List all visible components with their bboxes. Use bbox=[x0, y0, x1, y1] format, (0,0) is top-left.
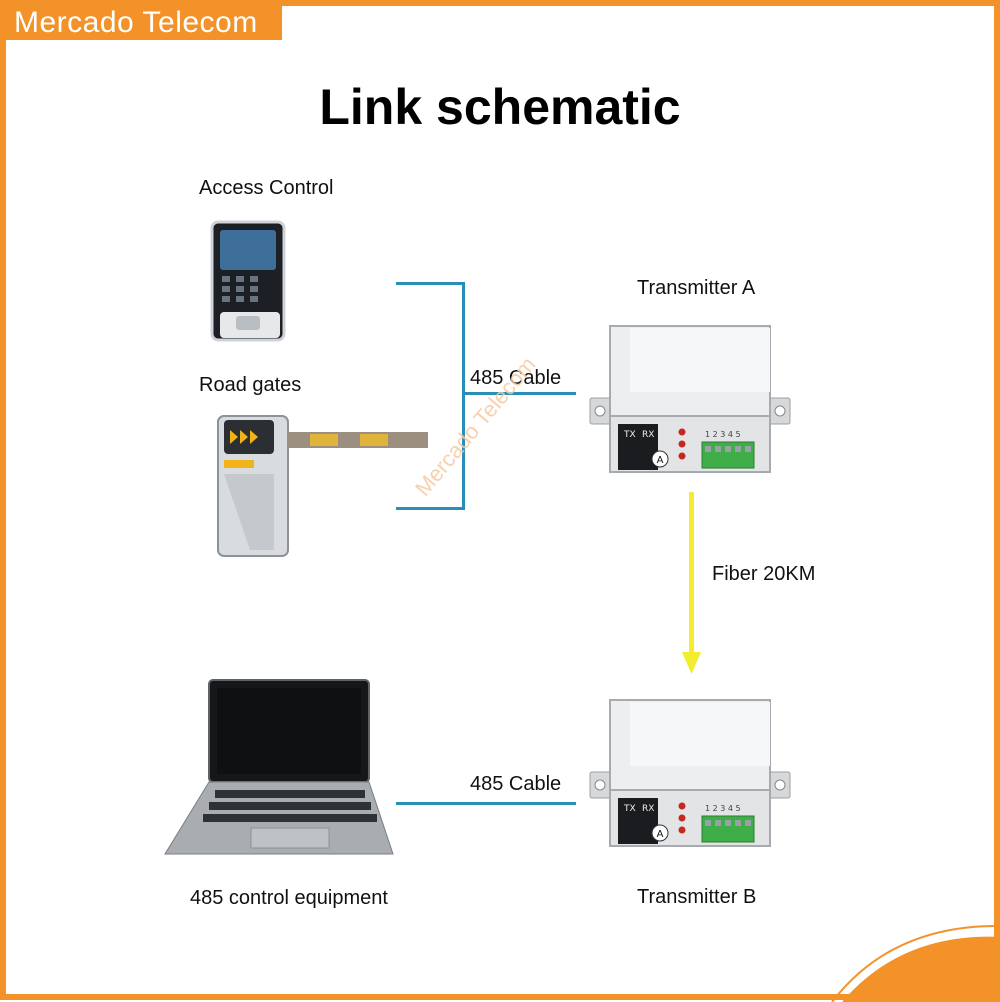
transmitter-a-device: A TX RX 1 2 3 4 5 bbox=[589, 325, 791, 473]
port-badge-a: A bbox=[657, 455, 664, 466]
port-rx-label-b: RX bbox=[642, 804, 654, 814]
cable-label-top: 485 Cable bbox=[470, 367, 562, 389]
cable-wire-to-transmitter-a bbox=[464, 392, 576, 395]
terminal-numbers-b: 1 2 3 4 5 bbox=[705, 804, 741, 813]
road-gates-label: Road gates bbox=[199, 374, 302, 396]
port-tx-label-b: TX bbox=[623, 804, 636, 814]
brand-logo: Mercado Telecom bbox=[6, 6, 282, 40]
port-rx-label: RX bbox=[642, 430, 654, 440]
transmitter-b-label: Transmitter B bbox=[637, 886, 757, 908]
cable-label-bottom: 485 Cable bbox=[470, 773, 562, 795]
page-title: Link schematic bbox=[319, 79, 681, 135]
control-equipment-label: 485 control equipment bbox=[190, 887, 388, 909]
cable-wire-laptop-to-transmitter-b bbox=[396, 802, 576, 805]
port-tx-label: TX bbox=[623, 430, 636, 440]
access-control-label: Access Control bbox=[199, 177, 334, 199]
fiber-arrow bbox=[682, 492, 701, 674]
terminal-numbers-a: 1 2 3 4 5 bbox=[705, 430, 741, 439]
cable-wire-road-gates bbox=[396, 507, 464, 510]
fiber-label: Fiber 20KM bbox=[712, 563, 816, 585]
laptop-icon bbox=[164, 679, 394, 855]
transmitter-b-device: A TX RX 1 2 3 4 5 bbox=[589, 699, 791, 847]
road-gate-barrier-icon bbox=[217, 415, 428, 557]
cable-wire-access-control bbox=[396, 282, 464, 285]
port-badge-b: A bbox=[657, 829, 664, 840]
access-control-terminal-icon bbox=[210, 220, 286, 342]
corner-swoosh-decoration bbox=[831, 925, 1000, 1002]
transmitter-a-label: Transmitter A bbox=[637, 277, 756, 299]
cable-wire-vertical-bus bbox=[462, 282, 465, 510]
